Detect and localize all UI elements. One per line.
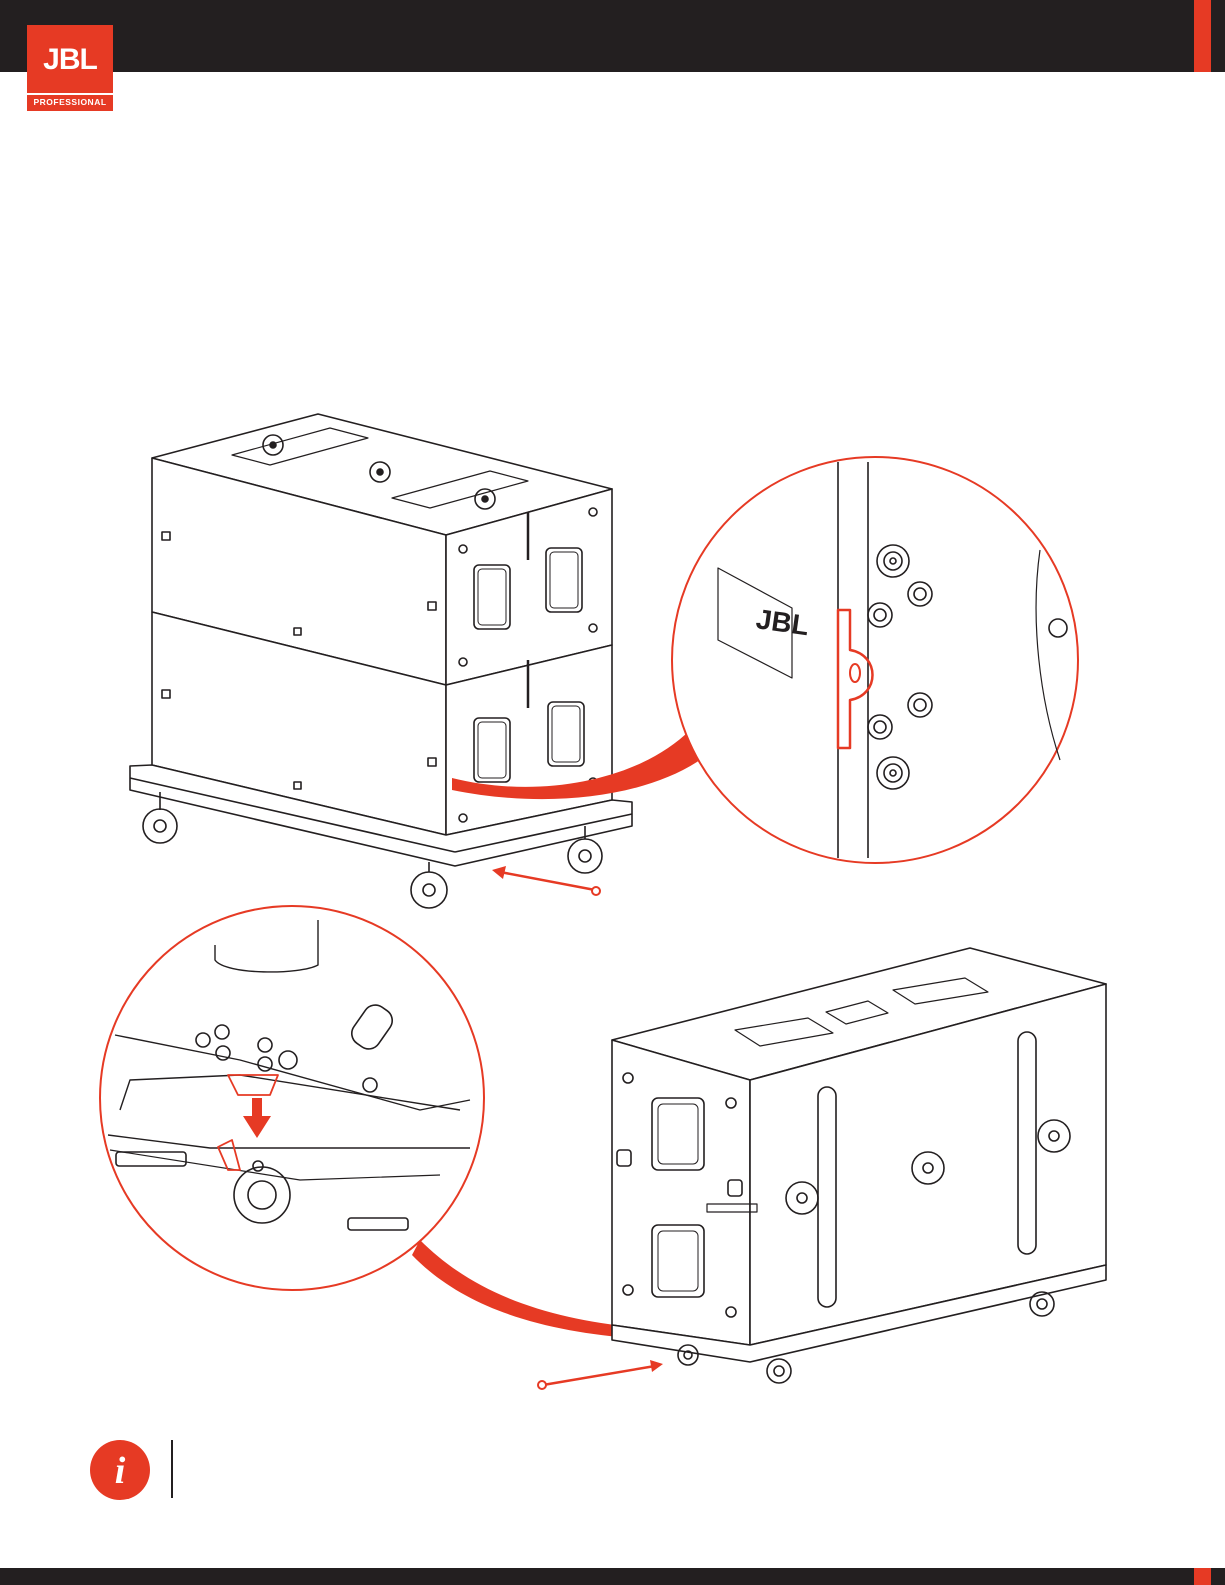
info-icon: i: [90, 1440, 150, 1500]
detail-circle-top: [672, 457, 1078, 863]
down-arrow-shaft: [252, 1098, 262, 1118]
assembly-illustration: JBL: [0, 400, 1225, 1440]
header-bar: [0, 0, 1225, 72]
jbl-logo: JBL PROFESSIONAL: [27, 25, 113, 111]
logo-subtitle: PROFESSIONAL: [27, 93, 113, 111]
callout-arrow-bottom: [543, 1366, 655, 1385]
stacked-enclosures: [152, 414, 612, 835]
detail-circle-bottom: [100, 906, 484, 1290]
footer-accent: [1194, 1568, 1211, 1585]
header-accent: [1194, 0, 1211, 72]
footer-bar: [0, 1568, 1225, 1585]
info-glyph: i: [90, 1449, 150, 1493]
logo-wordmark: JBL: [27, 43, 113, 77]
note-divider: [171, 1440, 173, 1498]
callout-arrow-top: [500, 872, 595, 890]
